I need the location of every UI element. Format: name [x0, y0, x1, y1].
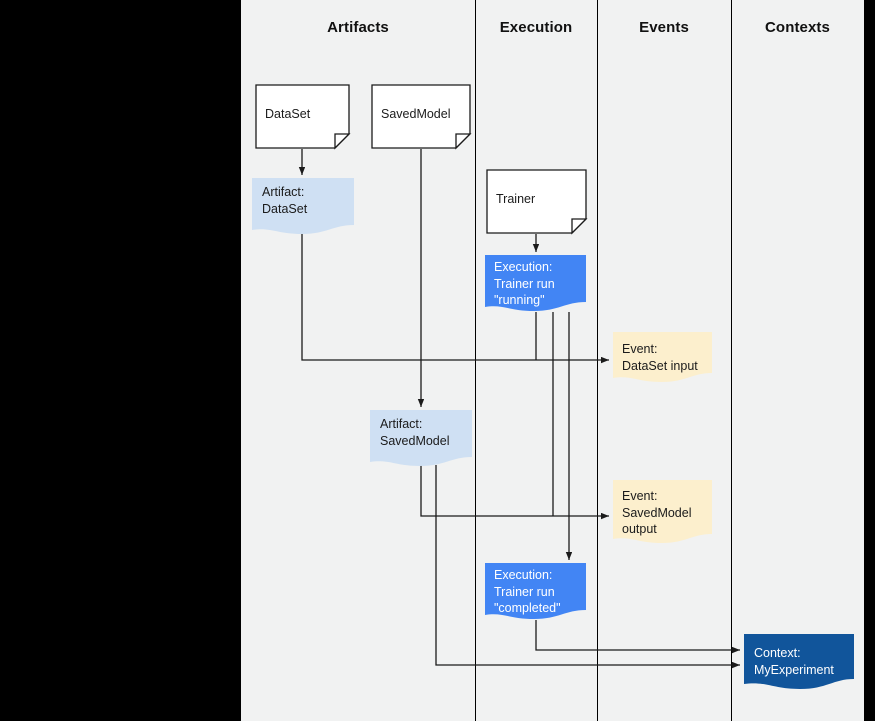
node-label-event-dataset-input: Event: DataSet input	[622, 342, 698, 373]
node-label-doc-dataset: DataSet	[265, 107, 311, 121]
node-label-doc-savedmodel: SavedModel	[381, 107, 451, 121]
lane-divider-2	[597, 0, 598, 721]
lane-divider-3	[731, 0, 732, 721]
node-label-doc-trainer: Trainer	[496, 192, 536, 206]
lane-header-execution: Execution	[499, 19, 573, 36]
node-label-context-myexperiment: Context: MyExperiment	[754, 646, 834, 677]
node-label-execution-running: Execution: Trainer run "running"	[494, 260, 555, 307]
node-label-artifact-savedmodel: Artifact: SavedModel	[380, 417, 450, 448]
node-label-execution-completed: Execution: Trainer run "completed"	[494, 568, 561, 615]
lane-header-artifacts: Artifacts	[327, 19, 389, 36]
node-label-artifact-dataset: Artifact: DataSet	[262, 185, 308, 216]
lane-divider-1	[475, 0, 476, 721]
node-label-event-savedmodel-output: Event: SavedModel output	[622, 489, 692, 536]
lane-header-contexts: Contexts	[765, 19, 830, 36]
lane-header-events: Events	[639, 19, 689, 36]
